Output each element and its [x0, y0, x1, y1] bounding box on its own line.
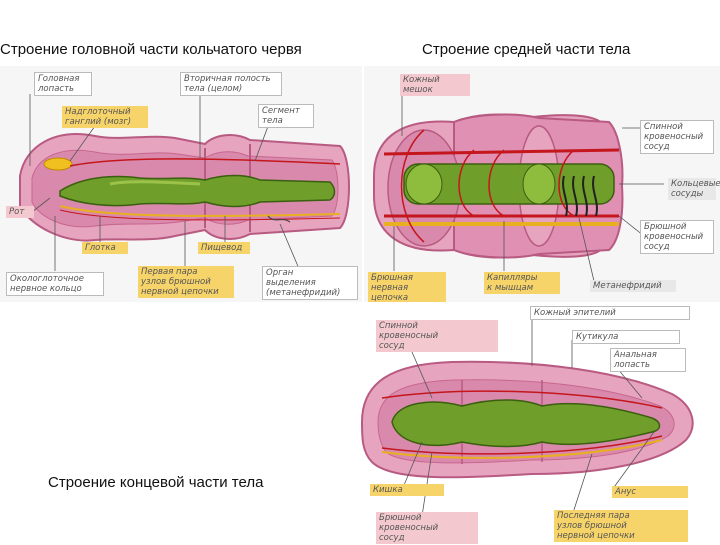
heading-middle-section: Строение средней части тела	[422, 41, 631, 58]
label-ventral-nerve-cord: Брюшная нервная цепочка	[368, 272, 446, 304]
label-metanephridium: Метанефридий	[590, 280, 676, 292]
label-segment: Сегмент тела	[258, 104, 314, 128]
label-ring-vessels: Кольцевые сосуды	[668, 178, 720, 200]
label-muscle-capillaries: Капилляры к мышцам	[484, 272, 560, 294]
label-esophagus: Пищевод	[198, 242, 250, 254]
middle-section-panel: Кожный мешок Спинной кровеносный сосуд К…	[364, 66, 720, 304]
head-section-panel: Головная лопасть Надглоточный ганглий (м…	[0, 66, 362, 302]
label-mouth: Рот	[6, 206, 34, 218]
label-coelom: Вторичная полость тела (целом)	[180, 72, 282, 96]
head-brain	[43, 157, 73, 171]
label-supraglottal-ganglion: Надглоточный ганглий (мозг)	[62, 106, 148, 128]
label-anal-lobe: Анальная лопасть	[610, 348, 686, 372]
tail-section-panel: Кожный эпителий Спинной кровеносный сосу…	[342, 302, 704, 544]
heading-head-section: Строение головной части кольчатого червя	[0, 41, 302, 58]
label-dorsal-blood-vessel-tail: Спинной кровеносный сосуд	[376, 320, 498, 352]
label-nerve-ring: Окологлоточное нервное кольцо	[6, 272, 104, 296]
label-last-ganglia-pair: Последняя пара узлов брюшной нервной цеп…	[554, 510, 688, 542]
tail-gut	[391, 399, 661, 448]
label-dorsal-blood-vessel-middle: Спинной кровеносный сосуд	[640, 120, 714, 154]
label-metanephridium-organ: Орган выделения (метанефридий)	[262, 266, 358, 300]
label-first-ganglia-pair: Первая пара узлов брюшной нервной цепочк…	[138, 266, 234, 298]
label-ventral-blood-vessel-tail: Брюшной кровеносный сосуд	[376, 512, 478, 544]
middle-worm-illustration	[373, 86, 664, 282]
label-pharynx: Глотка	[82, 242, 128, 254]
label-skin-epithelium: Кожный эпителий	[530, 306, 690, 320]
label-skin-muscle-sac: Кожный мешок	[400, 74, 470, 96]
middle-gut	[403, 163, 615, 205]
label-anus: Анус	[612, 486, 688, 498]
tail-worm-illustration	[360, 314, 694, 517]
label-ventral-blood-vessel-middle: Брюшной кровеносный сосуд	[640, 220, 714, 254]
label-intestine: Кишка	[370, 484, 444, 496]
label-prostomium: Головная лопасть	[34, 72, 92, 96]
heading-tail-section: Строение концевой части тела	[48, 474, 264, 491]
head-worm-illustration	[19, 94, 350, 272]
label-cuticle: Кутикула	[572, 330, 680, 344]
